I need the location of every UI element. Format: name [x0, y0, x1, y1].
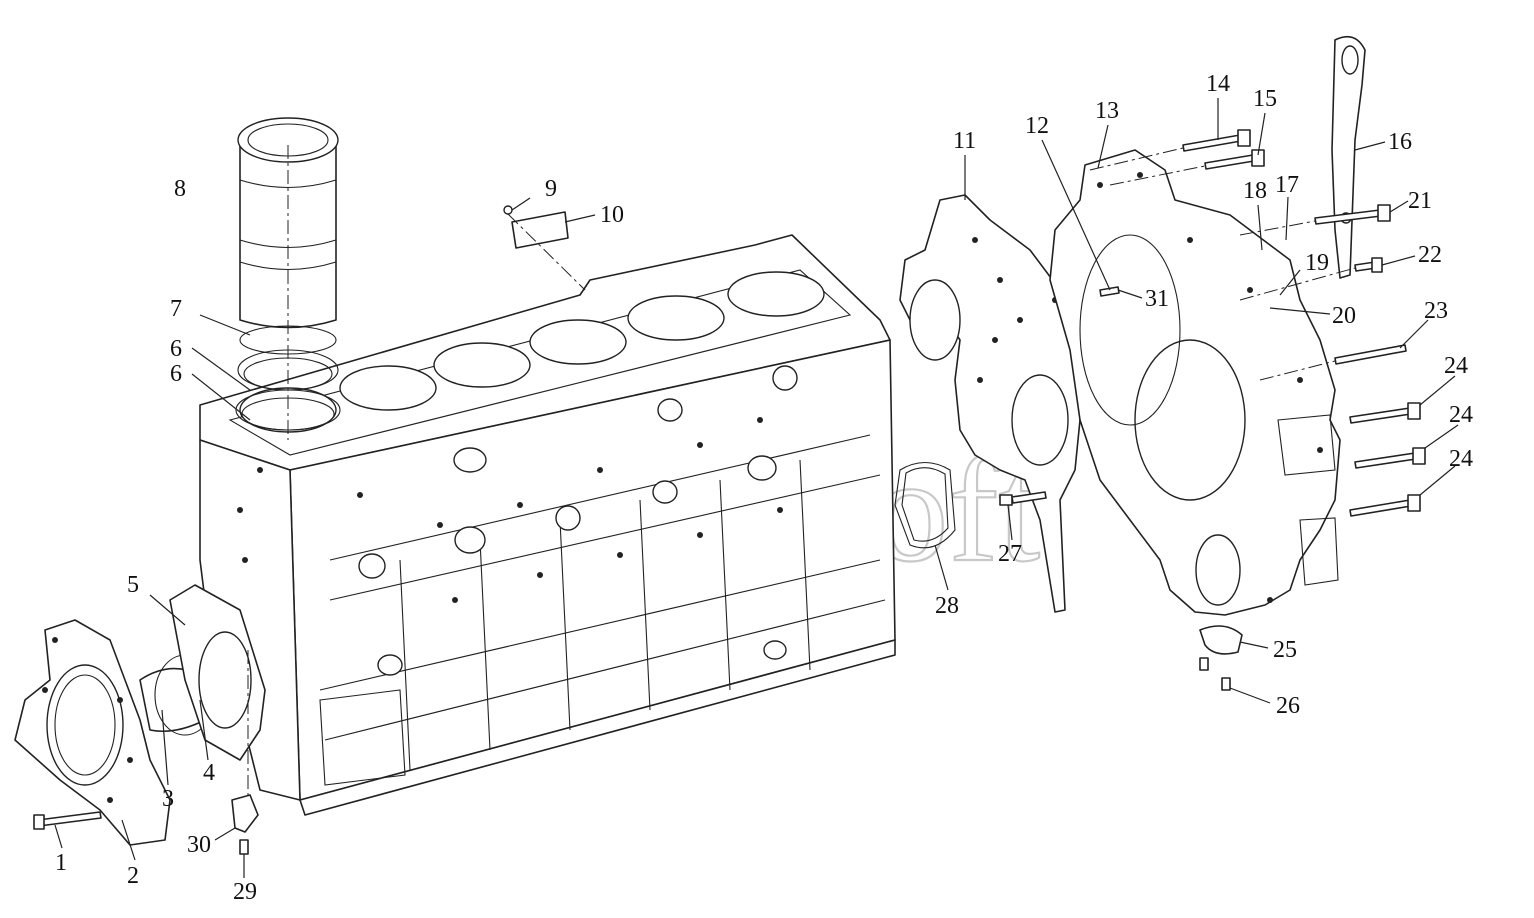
callout-29: 29 [233, 879, 257, 905]
callout-27: 27 [998, 541, 1022, 567]
lifting-bracket [1331, 35, 1366, 279]
callout-1: 1 [55, 850, 67, 876]
small-cover [1199, 625, 1243, 691]
callout-26: 26 [1276, 693, 1300, 719]
callout-21: 21 [1408, 188, 1432, 214]
callout-15: 15 [1253, 86, 1277, 112]
sensor-bracket [231, 794, 259, 855]
callout-22: 22 [1418, 242, 1442, 268]
callout-3: 3 [162, 786, 174, 812]
callout-30: 30 [187, 832, 211, 858]
callout-6a: 6 [170, 336, 182, 362]
callout-31: 31 [1145, 286, 1169, 312]
callout-10: 10 [600, 202, 624, 228]
callout-25: 25 [1273, 637, 1297, 663]
cylinder-block [199, 234, 896, 816]
ring-gasket [894, 461, 956, 549]
assembly-axes [1089, 147, 1356, 381]
callout-23: 23 [1424, 298, 1448, 324]
cover-plate [503, 205, 569, 249]
leader-lines [54, 98, 1459, 878]
housing-bolts [1182, 129, 1426, 517]
callout-6b: 6 [170, 361, 182, 387]
callout-11: 11 [953, 128, 976, 154]
callout-28: 28 [935, 593, 959, 619]
callout-18: 18 [1243, 178, 1267, 204]
callout-24c: 24 [1449, 446, 1473, 472]
flywheel-housing [1049, 149, 1341, 616]
callout-24b: 24 [1449, 402, 1473, 428]
callout-19: 19 [1305, 250, 1329, 276]
callout-20: 20 [1332, 303, 1356, 329]
rear-gasket [169, 584, 266, 761]
callout-4: 4 [203, 760, 215, 786]
plate-axis [507, 213, 586, 291]
bolt [33, 811, 102, 830]
callout-2: 2 [127, 863, 139, 889]
callout-12: 12 [1025, 113, 1049, 139]
callout-7: 7 [170, 296, 182, 322]
callout-17: 17 [1275, 172, 1299, 198]
callout-labels: 1 2 3 4 5 6 6 7 8 9 10 11 12 13 14 15 16… [55, 71, 1473, 905]
dowels [999, 286, 1120, 506]
callout-8: 8 [174, 176, 186, 202]
callout-14: 14 [1206, 71, 1230, 97]
callout-5: 5 [127, 572, 139, 598]
callout-13: 13 [1095, 98, 1119, 124]
callout-9: 9 [545, 176, 557, 202]
seal-carrier [14, 619, 171, 846]
callout-24a: 24 [1444, 353, 1468, 379]
callout-16: 16 [1388, 129, 1412, 155]
